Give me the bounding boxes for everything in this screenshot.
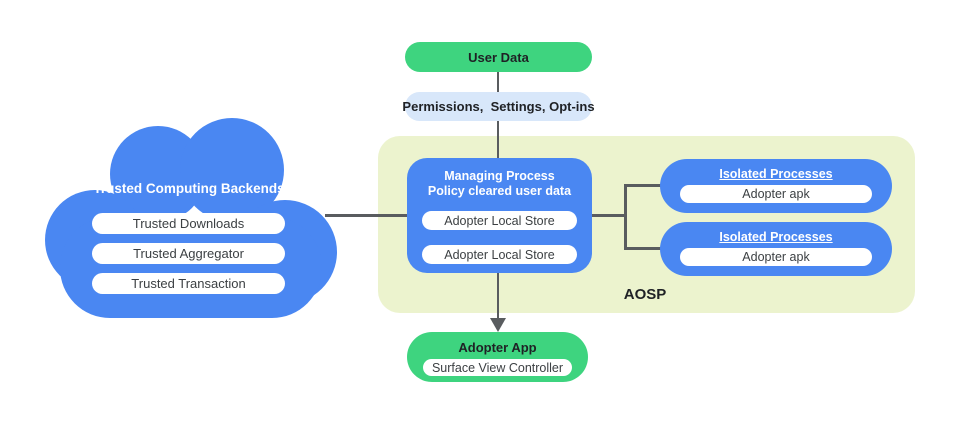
user-data-node: User Data xyxy=(405,42,592,72)
connector-cloud-managing xyxy=(325,214,408,217)
connector-managing-fork xyxy=(592,214,626,217)
isolated-process-title: Isolated Processes xyxy=(719,167,833,181)
adopter-local-store-2: Adopter Local Store xyxy=(422,245,577,264)
adopter-local-store-1: Adopter Local Store xyxy=(422,211,577,230)
adopter-app-node: Adopter App Surface View Controller xyxy=(407,332,588,382)
aosp-label: AOSP xyxy=(623,286,667,303)
cloud-item-trusted-aggregator: Trusted Aggregator xyxy=(92,243,285,264)
surface-view-controller-label: Surface View Controller xyxy=(431,360,564,375)
cloud-title: Trusted Computing Backends xyxy=(93,181,285,196)
cloud-item-trusted-downloads: Trusted Downloads xyxy=(92,213,285,234)
arrow-head-icon xyxy=(490,318,506,332)
isolated-process-node-2: Isolated Processes Adopter apk xyxy=(660,222,892,276)
adopter-apk-pill-2: Adopter apk xyxy=(680,248,872,266)
connector-managing-adopterapp xyxy=(497,273,499,319)
surface-view-controller-pill: Surface View Controller xyxy=(423,359,572,376)
cloud-item-label: Trusted Transaction xyxy=(131,276,246,291)
connector-permissions-managing xyxy=(497,121,499,160)
adopter-apk-pill-1: Adopter apk xyxy=(680,185,872,203)
connector-fork-isolated-2 xyxy=(625,247,661,250)
user-data-label: User Data xyxy=(468,49,529,65)
adopter-app-title: Adopter App xyxy=(458,340,537,355)
adopter-local-store-label: Adopter Local Store xyxy=(444,247,555,262)
adopter-apk-label: Adopter apk xyxy=(742,187,810,201)
cloud-item-label: Trusted Downloads xyxy=(132,216,245,231)
permissions-node: Permissions, Settings, Opt-ins xyxy=(402,92,595,121)
managing-title-line2: Policy cleared user data xyxy=(427,183,572,198)
cloud-item-trusted-transaction: Trusted Transaction xyxy=(92,273,285,294)
managing-process-node: Managing Process Policy cleared user dat… xyxy=(407,158,592,273)
connector-fork-isolated-1 xyxy=(625,184,661,187)
isolated-process-title: Isolated Processes xyxy=(719,230,833,244)
permissions-label: Permissions, Settings, Opt-ins xyxy=(402,99,595,114)
adopter-apk-label: Adopter apk xyxy=(742,250,810,264)
managing-process-title: Managing Process Policy cleared user dat… xyxy=(407,169,592,199)
cloud-item-label: Trusted Aggregator xyxy=(133,246,244,261)
connector-userdata-permissions xyxy=(497,72,499,92)
managing-title-line1: Managing Process xyxy=(444,169,555,183)
connector-fork-vertical xyxy=(624,184,627,250)
isolated-process-node-1: Isolated Processes Adopter apk xyxy=(660,159,892,213)
adopter-local-store-label: Adopter Local Store xyxy=(444,213,555,228)
